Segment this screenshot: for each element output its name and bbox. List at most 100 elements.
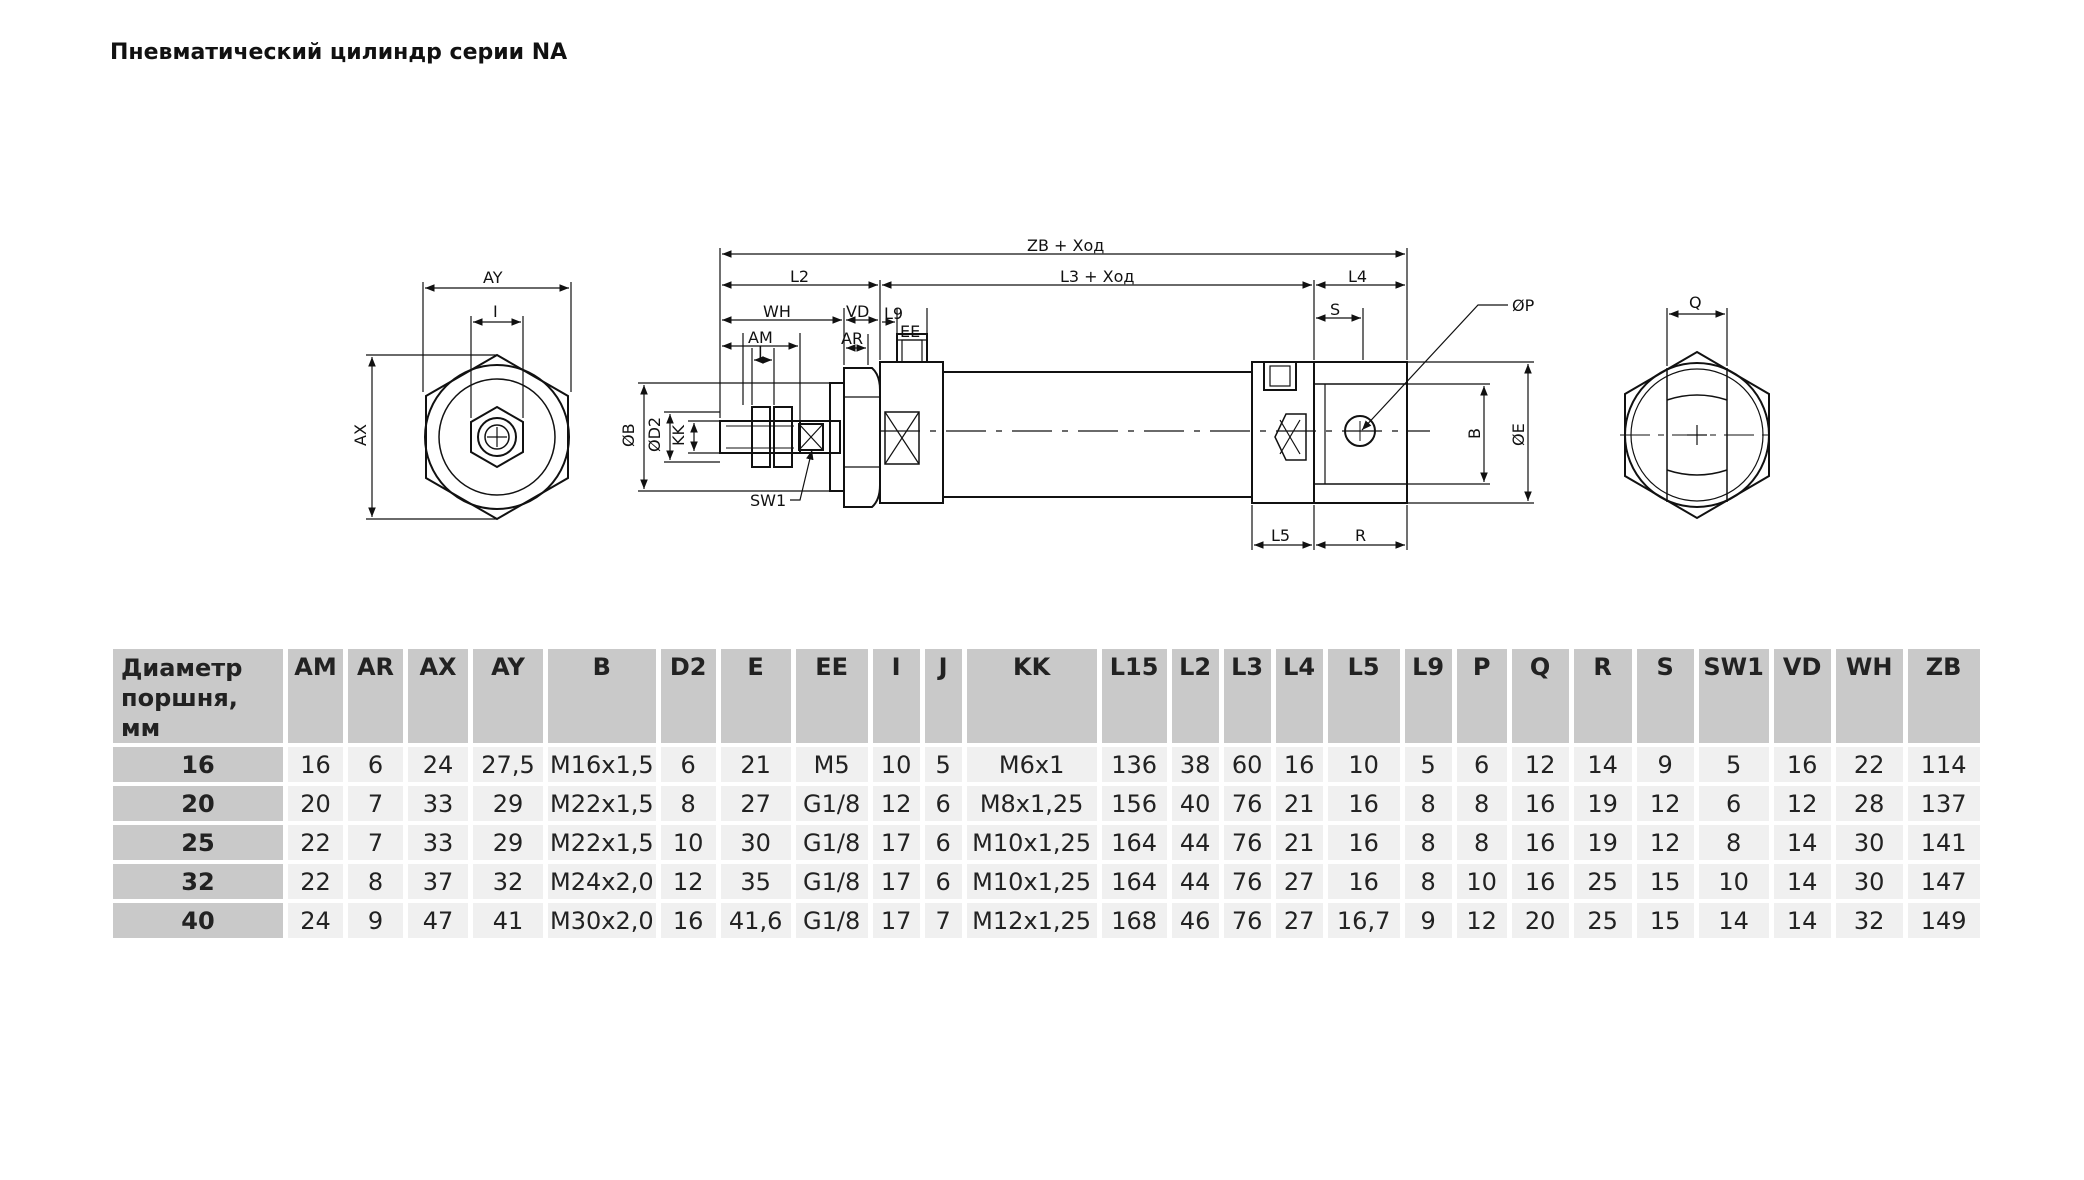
table-cell: 14 — [1773, 903, 1831, 938]
header-l5: L5 — [1327, 649, 1400, 743]
table-cell: 16 — [1327, 864, 1400, 899]
label-i: I — [493, 302, 498, 321]
table-cell: 25 — [1573, 903, 1632, 938]
table-cell: 8 — [1404, 786, 1452, 821]
header-l9: L9 — [1404, 649, 1452, 743]
table-cell: 8 — [660, 786, 716, 821]
table-cell: 21 — [720, 747, 791, 782]
table-cell: 141 — [1907, 825, 1980, 860]
table-cell: 27 — [1275, 903, 1323, 938]
table-cell: 30 — [720, 825, 791, 860]
table-cell: 30 — [1835, 864, 1903, 899]
label-l3: L3 + Ход — [1060, 267, 1134, 286]
header-vd: VD — [1773, 649, 1831, 743]
table-cell: 27 — [1275, 864, 1323, 899]
table-cell: M12x1,25 — [966, 903, 1097, 938]
table-cell: 27,5 — [473, 747, 543, 782]
table-cell: 12 — [1456, 903, 1507, 938]
label-s: S — [1330, 300, 1340, 319]
table-cell: 7 — [924, 903, 962, 938]
table-cell: 32 — [473, 864, 543, 899]
table-cell: 16 — [1327, 825, 1400, 860]
label-b: B — [1465, 428, 1484, 439]
table-cell: 32 — [1835, 903, 1903, 938]
table-cell: 9 — [348, 903, 403, 938]
row-piston-diameter: 16 — [113, 747, 283, 782]
table-cell: M24x2,0 — [548, 864, 656, 899]
table-cell: 10 — [1456, 864, 1507, 899]
table-cell: 10 — [872, 747, 920, 782]
label-ax: AX — [351, 424, 370, 446]
table-cell: 10 — [1698, 864, 1769, 899]
table-cell: 27 — [720, 786, 791, 821]
table-cell: 76 — [1223, 903, 1271, 938]
table-cell: G1/8 — [795, 786, 868, 821]
row-piston-diameter: 40 — [113, 903, 283, 938]
table-cell: 41,6 — [720, 903, 791, 938]
front-view-dimensions — [366, 282, 572, 520]
table-cell: 147 — [1907, 864, 1980, 899]
table-cell: 17 — [872, 825, 920, 860]
table-cell: 136 — [1101, 747, 1167, 782]
table-cell: 17 — [872, 864, 920, 899]
table-cell: 16 — [660, 903, 716, 938]
header-q: Q — [1511, 649, 1569, 743]
table-cell: 28 — [1835, 786, 1903, 821]
table-cell: 29 — [473, 786, 543, 821]
table-cell: 16 — [1773, 747, 1831, 782]
header-ee: EE — [795, 649, 868, 743]
table-cell: 20 — [288, 786, 343, 821]
table-cell: 6 — [348, 747, 403, 782]
table-cell: 19 — [1573, 786, 1632, 821]
table-cell: 25 — [1573, 864, 1632, 899]
header-ay: AY — [473, 649, 543, 743]
table-cell: 12 — [660, 864, 716, 899]
table-cell: 6 — [924, 786, 962, 821]
header-j: J — [924, 649, 962, 743]
table-cell: 30 — [1835, 825, 1903, 860]
label-b-diameter: ØB — [619, 423, 638, 447]
label-l4: L4 — [1348, 267, 1367, 286]
table-cell: 16 — [288, 747, 343, 782]
header-l3: L3 — [1223, 649, 1271, 743]
table-cell: 29 — [473, 825, 543, 860]
label-wh: WH — [763, 302, 791, 321]
table-cell: 40 — [1171, 786, 1219, 821]
label-ar: AR — [841, 329, 863, 348]
table-cell: 8 — [1698, 825, 1769, 860]
table-cell: 16 — [1511, 786, 1569, 821]
table-cell: 76 — [1223, 864, 1271, 899]
table-cell: 156 — [1101, 786, 1167, 821]
table-cell: 46 — [1171, 903, 1219, 938]
table-cell: 41 — [473, 903, 543, 938]
page-title: Пневматический цилиндр серии NA — [110, 40, 568, 65]
table-cell: 33 — [408, 786, 468, 821]
table-cell: 12 — [1773, 786, 1831, 821]
side-view — [719, 333, 1408, 508]
table-cell: 7 — [348, 786, 403, 821]
label-zb: ZB + Ход — [1027, 236, 1104, 255]
label-l2: L2 — [790, 267, 809, 286]
table-cell: 15 — [1636, 864, 1694, 899]
table-cell: G1/8 — [795, 903, 868, 938]
table-cell: 16 — [1327, 786, 1400, 821]
table-cell: 19 — [1573, 825, 1632, 860]
row-piston-diameter: 25 — [113, 825, 283, 860]
table-cell: 137 — [1907, 786, 1980, 821]
table-cell: 6 — [924, 825, 962, 860]
rear-end-view — [1620, 350, 1774, 520]
label-e: ØE — [1509, 423, 1528, 446]
header-e: E — [720, 649, 791, 743]
table-cell: 24 — [408, 747, 468, 782]
table-cell: 22 — [288, 825, 343, 860]
table-cell: 38 — [1171, 747, 1219, 782]
table-cell: 14 — [1773, 864, 1831, 899]
label-p: ØP — [1512, 296, 1535, 315]
table-cell: 12 — [872, 786, 920, 821]
front-end-view — [424, 353, 570, 521]
